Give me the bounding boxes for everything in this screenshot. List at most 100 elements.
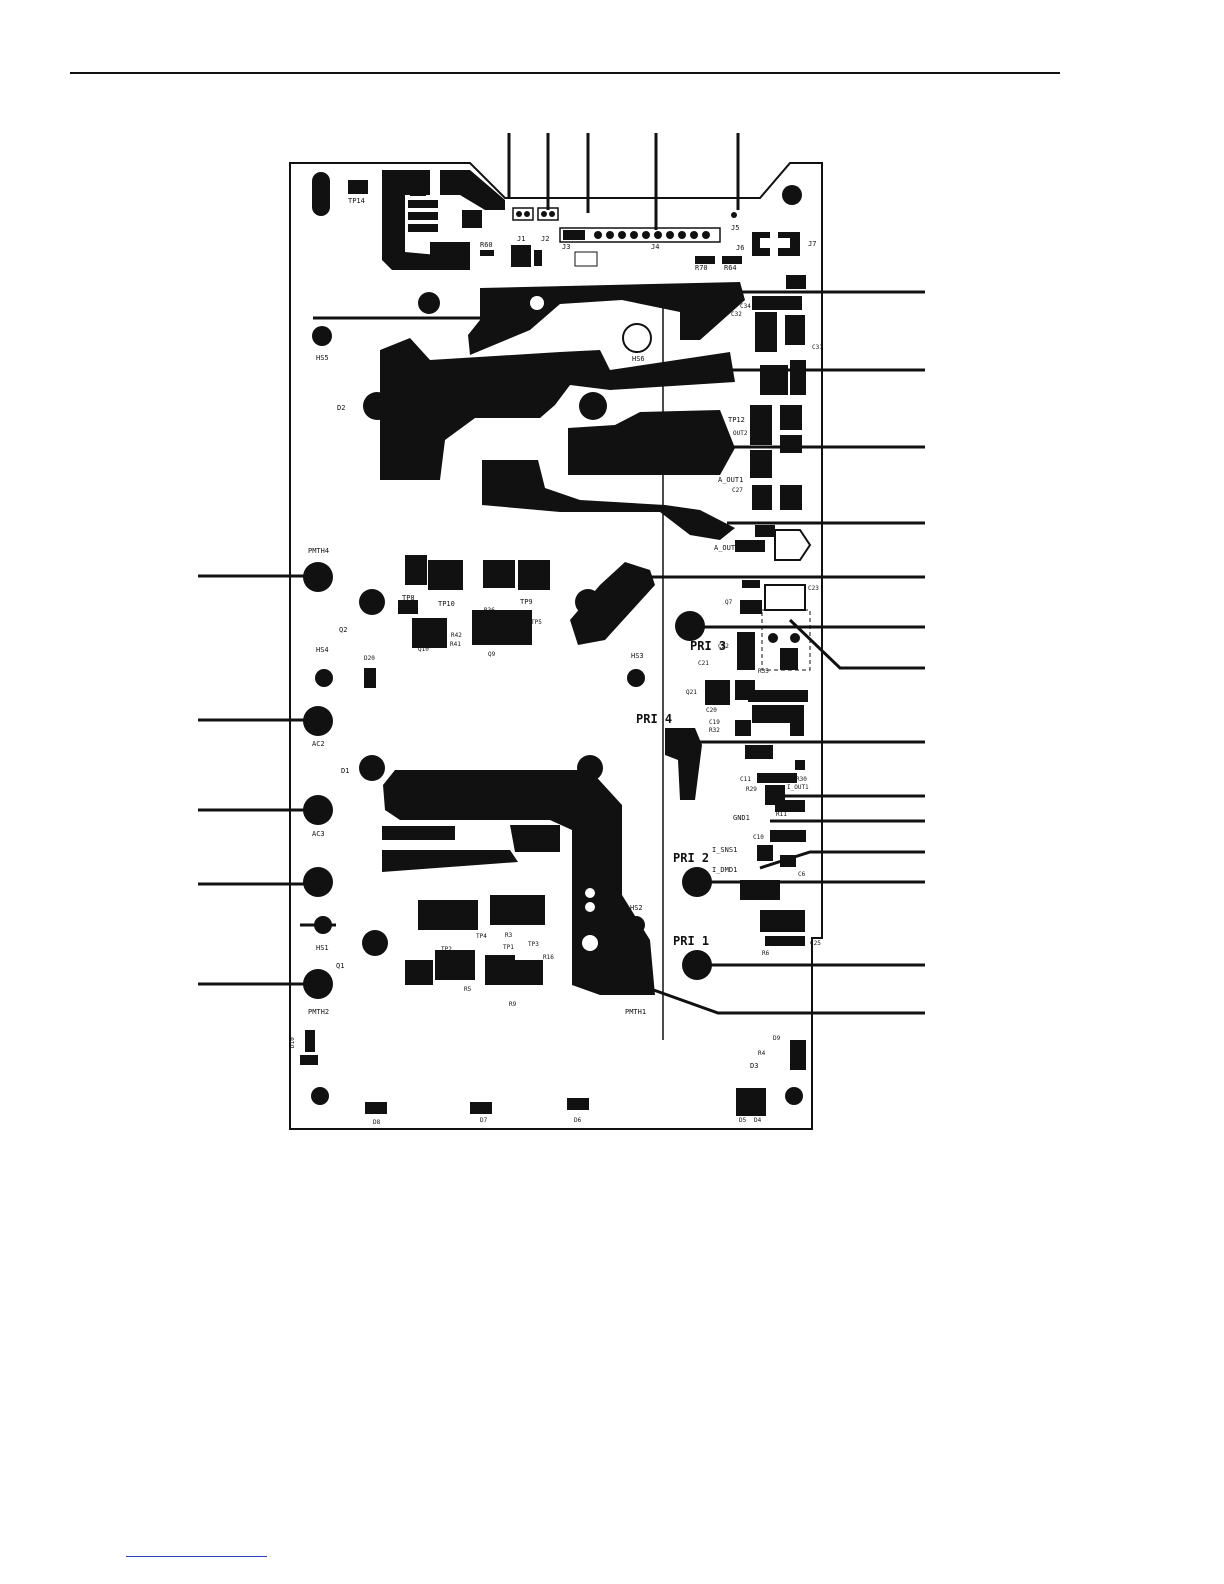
- label-r40: R36: [484, 607, 495, 614]
- label-ac1: AC1: [312, 870, 325, 878]
- label-pmth2: PMTH2: [308, 1008, 329, 1016]
- label-hs2: HS2: [630, 904, 643, 912]
- label-c23: C22: [718, 643, 729, 650]
- label-d8: D8: [373, 1119, 381, 1126]
- label-d5: D5: [739, 1117, 747, 1124]
- label-d6: D6: [574, 1117, 582, 1124]
- label-i-dmd1: I_DMD1: [712, 866, 737, 874]
- label-j2: J2: [541, 235, 549, 243]
- label-r31: R30: [796, 776, 807, 783]
- label-c20: C19: [709, 719, 720, 726]
- mounting-holes: [303, 172, 803, 1105]
- label-r33: R32: [709, 727, 720, 734]
- label-c10: C6: [798, 871, 806, 878]
- label-r3: R4: [758, 1050, 766, 1057]
- label-i-out1: I_OUT1: [787, 784, 809, 791]
- label-r6: R5: [464, 986, 472, 993]
- label-tp5: TP5: [531, 619, 542, 626]
- label-c24: C23: [808, 585, 819, 592]
- label-tp14: TP14: [348, 197, 365, 205]
- label-d3: D3: [750, 1062, 758, 1070]
- label-tp1: TP1: [503, 944, 514, 951]
- label-r41: R42: [451, 632, 462, 639]
- label-pri2: PRI 2: [673, 851, 709, 865]
- label-d20: D20: [364, 655, 375, 662]
- connector-row: [512, 207, 737, 243]
- label-c34: C32: [731, 311, 742, 318]
- label-q9: Q9: [488, 651, 496, 658]
- footer-link-rule: [126, 1556, 267, 1557]
- label-r9: R16: [543, 954, 554, 961]
- label-pri4: PRI 4: [636, 712, 672, 726]
- label-j6: J6: [736, 244, 744, 252]
- label-c25: R41: [450, 641, 461, 648]
- label-hs6: HS6: [632, 355, 645, 363]
- label-q1: Q1: [336, 962, 344, 970]
- j6-j7: [752, 232, 800, 256]
- label-d10: D10: [289, 1037, 296, 1048]
- label-r60: R60: [480, 241, 493, 249]
- fet-cluster: [348, 170, 505, 270]
- label-r44: R40: [424, 626, 435, 633]
- label-r16: R3: [505, 932, 513, 939]
- label-pri1: PRI 1: [673, 934, 709, 948]
- label-c21: C20: [706, 707, 717, 714]
- label-c30: C27: [732, 487, 743, 494]
- label-pmth4: PMTH4: [308, 547, 329, 555]
- label-tp3: TP3: [528, 941, 539, 948]
- label-r64: R64: [724, 264, 737, 272]
- label-tp4: TP4: [476, 933, 487, 940]
- label-q10: Q10: [418, 646, 429, 653]
- label-q2: Q2: [339, 626, 347, 634]
- label-d9: D9: [773, 1035, 781, 1042]
- label-hs5: HS5: [316, 354, 329, 362]
- label-r30: R29: [746, 786, 757, 793]
- label-gnd1: GND1: [733, 814, 750, 822]
- label-j3: J3: [562, 243, 570, 251]
- label-d7: D7: [480, 1117, 488, 1124]
- label-c6: C25: [810, 940, 821, 947]
- label-c33: C34: [740, 303, 751, 310]
- label-r5: R9: [509, 1001, 517, 1008]
- label-hs3: HS3: [631, 652, 644, 660]
- label-j7: J7: [808, 240, 816, 248]
- label-d4: D4: [754, 1117, 762, 1124]
- label-tp12: TP12: [728, 416, 745, 424]
- label-ac2: AC2: [312, 740, 325, 748]
- label-a-out2: A_OUT2: [714, 544, 739, 552]
- label-r36: R35: [758, 668, 769, 675]
- label-c14: C11: [740, 776, 751, 783]
- label-a-out1: A_OUT1: [718, 476, 743, 484]
- label-out2: OUT2: [733, 430, 748, 437]
- pad-holes: [530, 296, 651, 951]
- label-tp8: TP8: [402, 594, 415, 602]
- right-callouts: [640, 290, 925, 1015]
- label-tp2: TP2: [441, 946, 452, 953]
- label-hs4: HS4: [316, 646, 329, 654]
- label-c32: C31: [812, 344, 823, 351]
- label-c22: C21: [698, 660, 709, 667]
- label-d1: D1: [341, 767, 349, 775]
- label-pri3: PRI 3: [690, 639, 726, 653]
- label-d2: D2: [337, 404, 345, 412]
- label-r70: R70: [695, 264, 708, 272]
- label-hs1: HS1: [316, 944, 329, 952]
- label-q21: Q21: [686, 689, 697, 696]
- label-r11: R6: [762, 950, 770, 957]
- labels: TP14 J1 J2 J3 J4 J5 J6 J7 HS5 HS6 HS4 HS…: [289, 197, 823, 1126]
- label-c11: C10: [753, 834, 764, 841]
- label-j4: J4: [651, 243, 659, 251]
- smd-components: [300, 245, 812, 1116]
- label-i-sns1: I_SNS1: [712, 846, 737, 854]
- label-ac3: AC3: [312, 830, 325, 838]
- label-j1: J1: [517, 235, 525, 243]
- label-pmth1: PMTH1: [625, 1008, 646, 1016]
- label-r29: R11: [776, 811, 787, 818]
- label-q7: Q7: [725, 599, 733, 606]
- board-outline: [289, 162, 823, 1130]
- label-tp10: TP10: [438, 600, 455, 608]
- label-j5: J5: [731, 224, 739, 232]
- label-tp9: TP9: [520, 598, 533, 606]
- top-callouts: [507, 133, 740, 230]
